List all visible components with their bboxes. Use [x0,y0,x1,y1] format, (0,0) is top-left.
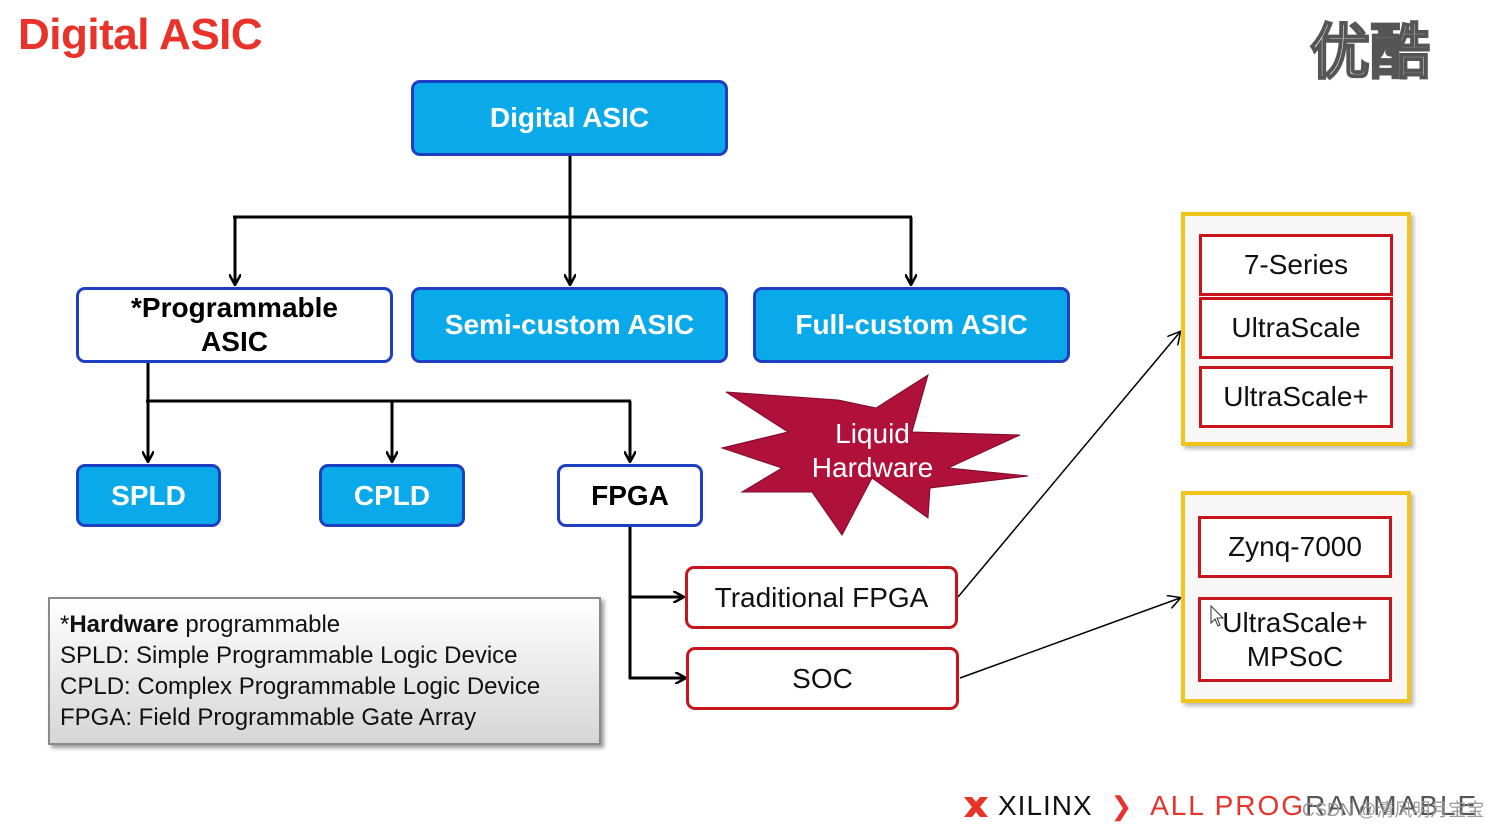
node-programmable-label-line1: *Programmable [131,292,338,323]
node-fpga: FPGA [557,464,703,527]
family-zynq-7000: Zynq-7000 [1198,516,1392,578]
legend-line-4: FPGA: Field Programmable Gate Array [60,704,477,731]
node-full-custom-label: Full-custom ASIC [795,309,1028,340]
family-mpsoc-label-line2: MPSoC [1246,640,1344,672]
node-fpga-label: FPGA [591,479,669,511]
node-soc: SOC [686,647,959,710]
csdn-overlay-watermark: CSDN @清风明月宝宝 [1302,800,1485,820]
node-programmable-label-line2: ASIC [201,326,268,357]
node-full-custom-asic: Full-custom ASIC [753,287,1070,363]
legend-line-3: CPLD: Complex Programmable Logic Device [60,673,541,700]
arrow-traditional-to-families [957,332,1180,598]
footer-branding: XILINX ❯ ALL PROGRAMMABLE [998,790,1478,822]
arrow-soc-to-families [959,598,1180,679]
node-semi-custom-label: Semi-custom ASIC [444,309,695,340]
legend-bold-term: Hardware [69,611,179,638]
mouse-cursor-icon [1210,605,1224,627]
abbreviation-legend: *Hardware programmable SPLD: Simple Prog… [48,597,601,745]
node-programmable-asic: *Programmable ASIC [76,287,393,363]
node-semi-custom-asic: Semi-custom ASIC [411,287,728,363]
node-digital-asic: Digital ASIC [411,80,728,156]
node-traditional-fpga-label: Traditional FPGA [714,581,929,613]
family-mpsoc-label-line1: UltraScale+ [1222,606,1368,638]
legend-line-1-rest: programmable [178,611,341,638]
node-cpld-label: CPLD [353,479,431,511]
video-watermark: 优酷 [1309,17,1431,89]
family-ultrascale-plus: UltraScale+ [1199,366,1393,428]
legend-asterisk: * [60,611,70,638]
node-digital-asic-label: Digital ASIC [489,102,650,133]
family-ultrascale-plus-label: UltraScale+ [1223,381,1369,412]
family-7-series: 7-Series [1199,234,1393,296]
starburst-label: Liquid Hardware [790,417,955,485]
page-title: Digital ASIC [18,10,263,59]
node-soc-label: SOC [792,662,853,694]
starburst-label-line2: Hardware [811,452,934,483]
xilinx-logo-icon [964,797,988,817]
legend-line-1: *Hardware programmable [60,609,599,640]
node-cpld: CPLD [319,464,465,527]
footer-tagline-a: ALL PROG [1150,790,1306,821]
family-ultrascale-plus-mpsoc: UltraScale+ MPSoC [1198,597,1392,682]
family-ultrascale-label: UltraScale [1231,312,1361,343]
node-spld: SPLD [76,464,221,527]
starburst-label-line1: Liquid [835,418,910,449]
node-spld-label: SPLD [111,479,186,511]
liquid-hardware-starburst [720,373,1029,536]
family-7-series-label: 7-Series [1243,249,1349,280]
legend-line-2: SPLD: Simple Programmable Logic Device [60,642,518,669]
family-zynq-7000-label: Zynq-7000 [1228,531,1362,562]
family-ultrascale: UltraScale [1199,297,1393,359]
node-traditional-fpga: Traditional FPGA [685,566,958,629]
footer-chevron-icon: ❯ [1110,791,1133,821]
footer-brand: XILINX [998,790,1093,821]
footer-tagline-b: RAMMABLE [1305,790,1479,821]
